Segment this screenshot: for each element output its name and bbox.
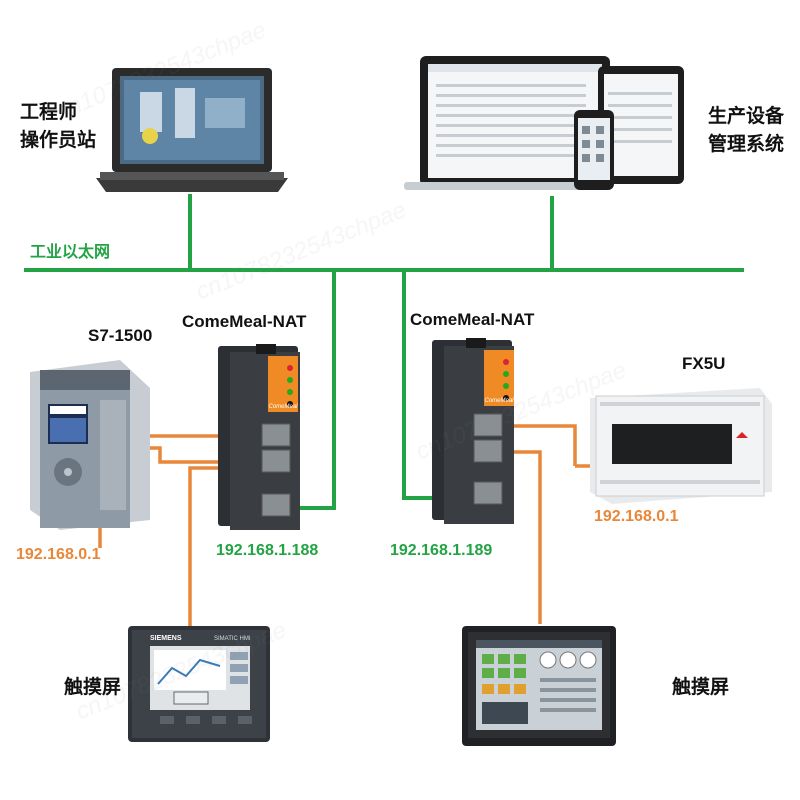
gateway-left-title: ComeMeal-NAT bbox=[182, 312, 307, 331]
engineer-station-label: 工程师 操作员站 bbox=[20, 98, 96, 154]
gateway-left-ip: 192.168.1.188 bbox=[216, 542, 319, 559]
gateway-right-title: ComeMeal-NAT bbox=[410, 310, 535, 329]
management-system-label-line2: 管理系统 bbox=[708, 133, 785, 155]
hmi-right-icon bbox=[462, 626, 616, 746]
fx5u-plc-icon bbox=[590, 388, 772, 504]
engineer-station-label-line1: 工程师 bbox=[20, 101, 78, 123]
hmi-left-brand: SIEMENS bbox=[150, 635, 182, 642]
s7-1500-ip: 192.168.0.1 bbox=[16, 546, 101, 563]
lan-lines bbox=[98, 424, 615, 626]
ethernet-label: 工业以太网 bbox=[30, 242, 111, 261]
gateway-left-wan-link bbox=[290, 270, 336, 510]
fx5u-link bbox=[500, 424, 577, 466]
s7-1500-plc-icon bbox=[30, 360, 150, 530]
management-system-label-line1: 生产设备 bbox=[708, 105, 785, 127]
hmi-left-label: 触摸屏 bbox=[64, 676, 122, 698]
fx5u-title: FX5U bbox=[682, 354, 726, 373]
management-system-label: 生产设备 管理系统 bbox=[708, 102, 784, 158]
gateway-left-icon bbox=[218, 344, 300, 530]
hmi-right-label: 触摸屏 bbox=[672, 676, 730, 698]
laptop-icon bbox=[96, 68, 288, 192]
hmi-left-icon bbox=[128, 626, 270, 742]
gateway-right-brand: ComeMeal bbox=[484, 398, 514, 404]
engineer-station-label-line2: 操作员站 bbox=[20, 129, 97, 151]
hmi-left-model: SIMATIC HMI bbox=[214, 636, 251, 642]
management-system-icon bbox=[404, 56, 684, 190]
gateway-right-ip: 192.168.1.189 bbox=[390, 542, 493, 559]
gateway-left-brand: ComeMeal bbox=[268, 404, 298, 410]
gateway-right-icon bbox=[432, 338, 514, 524]
svg-text:cn1078232543chpae: cn1078232543chpae bbox=[192, 197, 410, 306]
fx5u-ip: 192.168.0.1 bbox=[594, 508, 679, 525]
s7-1500-title: S7-1500 bbox=[88, 326, 153, 345]
